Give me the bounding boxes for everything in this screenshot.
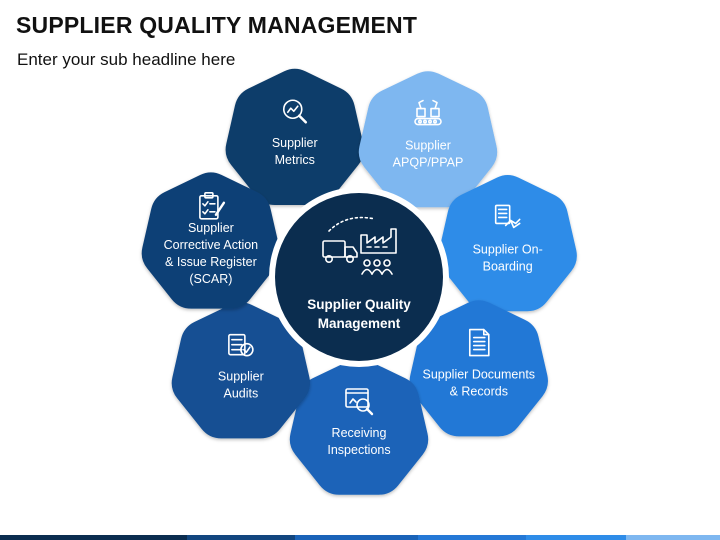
node-label: Supplier — [218, 370, 264, 384]
hexagon-node: Supplier Documents & Records — [409, 300, 548, 437]
footer-bar-segment — [417, 535, 526, 540]
node-label: Supplier — [188, 221, 234, 235]
magnifier-chart-icon — [282, 99, 308, 124]
node-label: Receiving — [332, 426, 387, 440]
footer-bar-segment — [0, 535, 188, 540]
footer-color-bar — [0, 535, 720, 540]
center-label: Supplier Quality — [307, 297, 411, 312]
center-label: Management — [318, 316, 401, 331]
hexagon-shape — [225, 68, 364, 205]
hexagon-shape — [409, 300, 548, 437]
node-label: Boarding — [483, 259, 533, 273]
node-label: Supplier On- — [473, 242, 543, 256]
hexagon-shape — [171, 302, 311, 439]
footer-bar-segment — [525, 535, 627, 540]
node-label: Audits — [223, 387, 258, 401]
page-subtitle: Enter your sub headline here — [17, 50, 236, 69]
node-label: Supplier — [272, 136, 318, 150]
hexagon-shape — [438, 175, 577, 312]
conveyor-robot-icon — [414, 99, 442, 126]
footer-bar-segment — [626, 535, 720, 540]
footer-bar-segment — [295, 535, 418, 540]
hexagon-shape — [358, 71, 498, 208]
node-label: Inspections — [327, 443, 390, 457]
node-label: & Issue Register — [165, 255, 257, 269]
audit-checklist-icon — [228, 333, 254, 357]
clipboard-pen-icon — [199, 192, 226, 220]
node-label: Corrective Action — [164, 238, 259, 252]
document-icon — [468, 328, 490, 357]
hexagon-shape — [289, 358, 429, 495]
node-label: (SCAR) — [189, 272, 232, 286]
hexagon-shape — [141, 172, 281, 309]
truck-factory-people-icon — [322, 216, 397, 275]
page-title: SUPPLIER QUALITY MANAGEMENT — [16, 12, 418, 38]
inspection-screen-icon — [345, 388, 374, 416]
center-circle — [275, 193, 443, 361]
handshake-document-icon — [494, 204, 521, 229]
hexagon-node: Supplier On- Boarding — [438, 175, 577, 312]
node-label: Supplier — [405, 139, 451, 153]
node-label: Supplier Documents — [422, 368, 535, 382]
footer-bar-segment — [187, 535, 296, 540]
node-label: Metrics — [275, 153, 315, 167]
node-label: & Records — [450, 385, 508, 399]
node-label: APQP/PPAP — [393, 156, 464, 170]
